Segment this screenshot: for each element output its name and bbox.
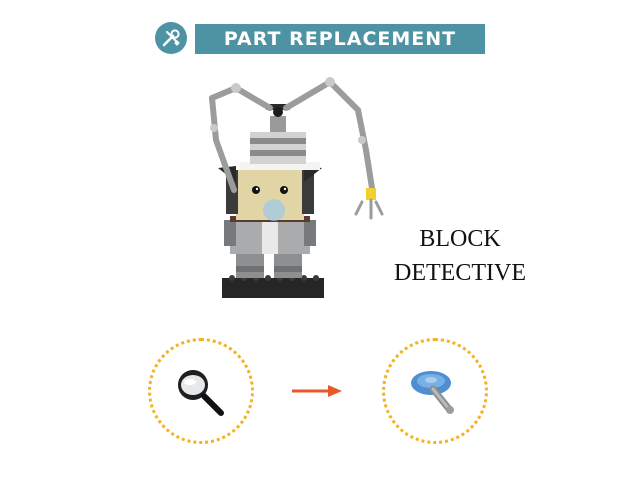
- magnifying-glass-icon: [178, 370, 224, 416]
- product-name-line-1: BLOCK: [419, 226, 501, 252]
- original-part-circle: [148, 338, 254, 444]
- replacement-part-circle: [382, 338, 488, 444]
- product-name-line-2: DETECTIVE: [394, 260, 526, 286]
- detective-figure-image: [190, 70, 400, 315]
- product-name: BLOCK DETECTIVE: [385, 222, 535, 290]
- section-title: PART REPLACEMENT: [195, 24, 485, 54]
- tools-icon: [155, 22, 187, 54]
- arrow-right-icon: [292, 385, 342, 397]
- suction-cup-icon: [411, 371, 454, 414]
